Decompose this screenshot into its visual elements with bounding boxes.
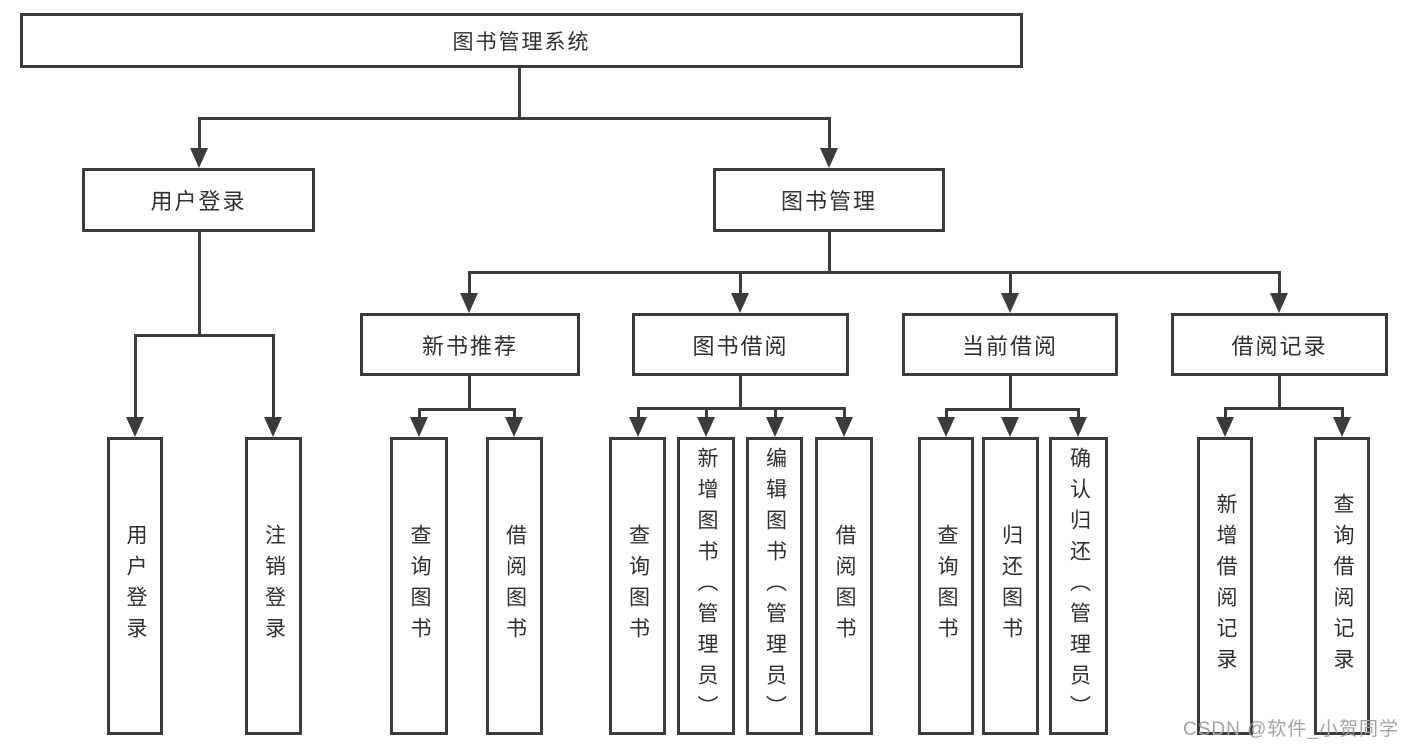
arrowhead-down-icon bbox=[1216, 417, 1234, 437]
arrowhead-down-icon bbox=[264, 417, 282, 437]
tree-line-vertical bbox=[1340, 407, 1344, 419]
node-book-management: 图书管理 bbox=[713, 168, 945, 232]
tree-line-horizontal bbox=[636, 407, 846, 410]
leaf-query-books-current: 查询图书 bbox=[918, 437, 974, 735]
arrowhead-down-icon bbox=[1333, 417, 1351, 437]
tree-line-vertical bbox=[133, 334, 137, 419]
tree-line-horizontal bbox=[1223, 407, 1344, 410]
tree-line-vertical bbox=[773, 407, 777, 419]
leaf-edit-book-admin: 编辑图书（管理员） bbox=[746, 437, 803, 735]
tree-line-vertical bbox=[636, 407, 640, 419]
tree-line-vertical bbox=[827, 231, 831, 274]
tree-line-horizontal bbox=[133, 334, 275, 337]
tree-line-horizontal bbox=[197, 117, 831, 120]
arrowhead-down-icon bbox=[820, 148, 838, 168]
tree-line-vertical bbox=[271, 334, 275, 419]
arrowhead-down-icon bbox=[835, 417, 853, 437]
tree-line-vertical bbox=[1008, 374, 1012, 411]
tree-line-vertical bbox=[738, 374, 742, 410]
tree-line-vertical bbox=[1076, 408, 1080, 419]
leaf-user-login: 用户登录 bbox=[107, 437, 163, 735]
arrowhead-down-icon bbox=[1270, 293, 1288, 313]
arrowhead-down-icon bbox=[505, 417, 523, 437]
tree-line-vertical bbox=[1277, 271, 1281, 295]
arrowhead-down-icon bbox=[410, 417, 428, 437]
tree-line-vertical bbox=[417, 408, 421, 419]
tree-line-vertical bbox=[467, 374, 471, 411]
arrowhead-down-icon bbox=[766, 417, 784, 437]
leaf-borrow-books-recommend: 借阅图书 bbox=[486, 437, 543, 735]
tree-line-vertical bbox=[827, 117, 831, 150]
tree-line-vertical bbox=[1223, 407, 1227, 419]
node-current-borrow: 当前借阅 bbox=[902, 313, 1118, 376]
tree-line-vertical bbox=[518, 67, 521, 120]
node-book-borrow: 图书借阅 bbox=[632, 313, 849, 376]
leaf-confirm-return-admin: 确认归还（管理员） bbox=[1049, 437, 1108, 735]
leaf-add-book-admin: 新增图书（管理员） bbox=[677, 437, 735, 735]
leaf-query-borrow-record: 查询借阅记录 bbox=[1314, 437, 1370, 735]
leaf-logout: 注销登录 bbox=[245, 437, 302, 735]
arrowhead-down-icon bbox=[937, 417, 955, 437]
tree-line-vertical bbox=[738, 271, 742, 295]
leaf-borrow-books: 借阅图书 bbox=[815, 437, 873, 735]
tree-line-vertical bbox=[842, 407, 846, 419]
arrowhead-down-icon bbox=[1069, 417, 1087, 437]
tree-line-vertical bbox=[512, 408, 516, 419]
tree-line-horizontal bbox=[944, 408, 1080, 411]
arrowhead-down-icon bbox=[629, 417, 647, 437]
watermark: CSDN @软件_小贺同学 bbox=[1183, 719, 1399, 740]
leaf-return-book: 归还图书 bbox=[982, 437, 1039, 735]
arrowhead-down-icon bbox=[190, 148, 208, 168]
tree-line-vertical bbox=[944, 408, 948, 419]
tree-line-vertical bbox=[467, 271, 471, 295]
node-new-book-recommend: 新书推荐 bbox=[360, 313, 580, 376]
node-library-management-system: 图书管理系统 bbox=[20, 13, 1023, 68]
tree-line-horizontal bbox=[467, 271, 1281, 274]
tree-line-vertical bbox=[197, 231, 201, 337]
tree-line-vertical bbox=[1008, 271, 1012, 295]
leaf-query-books-recommend: 查询图书 bbox=[390, 437, 448, 735]
node-user-login: 用户登录 bbox=[82, 168, 315, 232]
tree-line-vertical bbox=[197, 117, 201, 150]
arrowhead-down-icon bbox=[697, 417, 715, 437]
leaf-query-books-borrow: 查询图书 bbox=[609, 437, 666, 735]
tree-line-vertical bbox=[704, 407, 708, 419]
arrowhead-down-icon bbox=[460, 293, 478, 313]
leaf-add-borrow-record: 新增借阅记录 bbox=[1197, 437, 1253, 735]
tree-line-horizontal bbox=[417, 408, 516, 411]
arrowhead-down-icon bbox=[1001, 293, 1019, 313]
arrowhead-down-icon bbox=[1001, 417, 1019, 437]
tree-line-vertical bbox=[1277, 374, 1281, 410]
arrowhead-down-icon bbox=[731, 293, 749, 313]
arrowhead-down-icon bbox=[126, 417, 144, 437]
node-borrow-records: 借阅记录 bbox=[1171, 313, 1388, 376]
